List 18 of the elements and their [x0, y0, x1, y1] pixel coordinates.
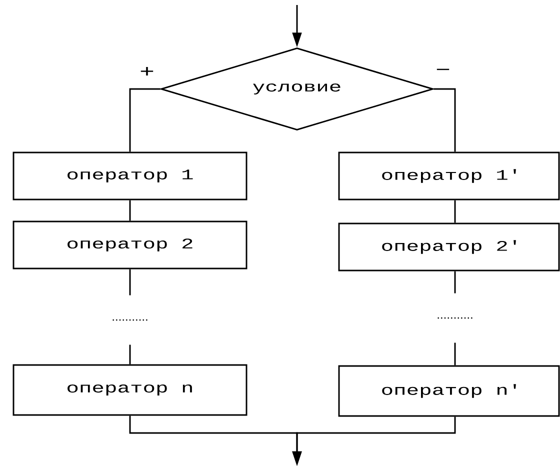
branch-sign: −	[436, 68, 450, 70]
process-box: оператор 1'	[338, 152, 560, 200]
process-box: оператор n'	[338, 365, 560, 417]
process-box: оператор n	[12, 364, 248, 416]
process-box: оператор 1	[12, 152, 248, 200]
connector	[454, 342, 456, 366]
process-box: оператор 2'	[338, 222, 560, 272]
process-box: оператор 2	[12, 220, 248, 270]
connector	[454, 200, 456, 223]
connector	[454, 271, 456, 294]
branch-sign: +	[140, 67, 154, 76]
ellipsis-text: ...........	[112, 319, 148, 321]
connector	[129, 269, 131, 296]
ellipsis-text: ...........	[438, 317, 472, 319]
connector	[129, 88, 160, 152]
connector	[129, 200, 131, 221]
connector	[434, 88, 456, 152]
connector	[129, 344, 131, 364]
